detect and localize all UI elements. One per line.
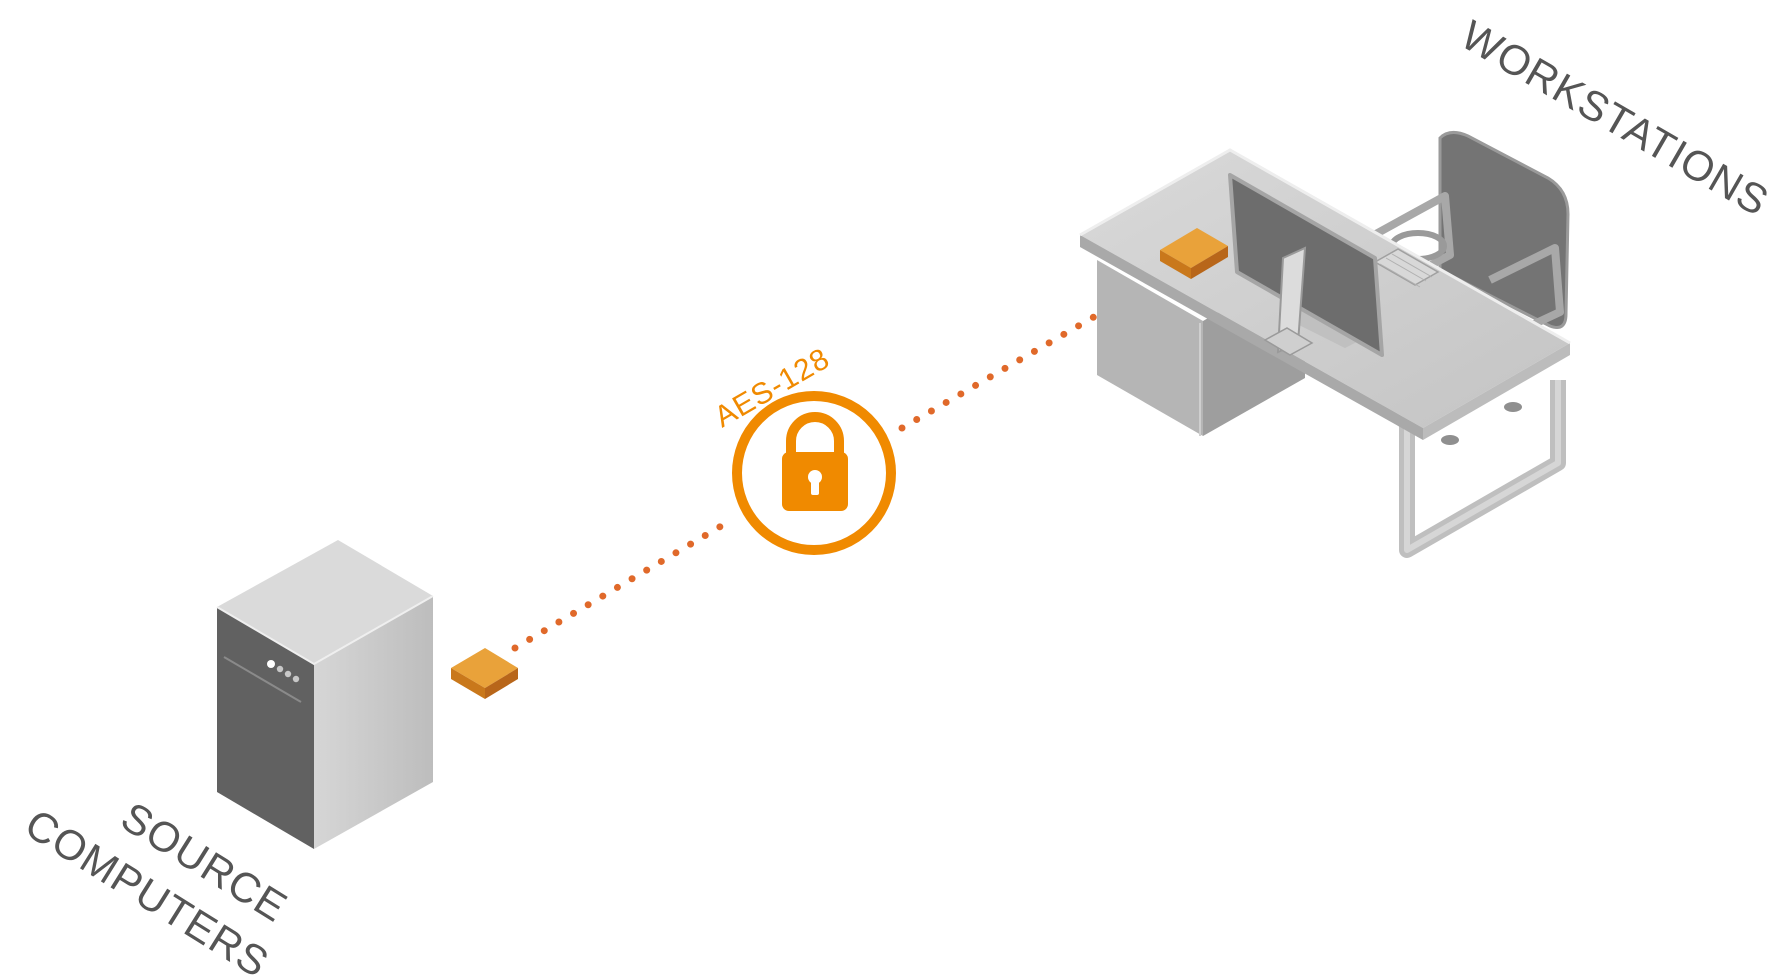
workstation-desk-icon [1079, 131, 1571, 558]
link-line-lock-to-workstation [898, 266, 1179, 432]
transmitter-box-icon [451, 648, 518, 699]
receiver-box-icon [1160, 228, 1228, 279]
encryption-lock-group: AES-128 [709, 342, 896, 555]
keyboard-icon [1373, 248, 1440, 288]
monitor-icon [1228, 173, 1384, 357]
link-line-source-to-lock [511, 518, 732, 652]
link-lines [511, 266, 1179, 652]
server-tower-icon [216, 540, 434, 849]
padlock-icon [782, 412, 848, 511]
